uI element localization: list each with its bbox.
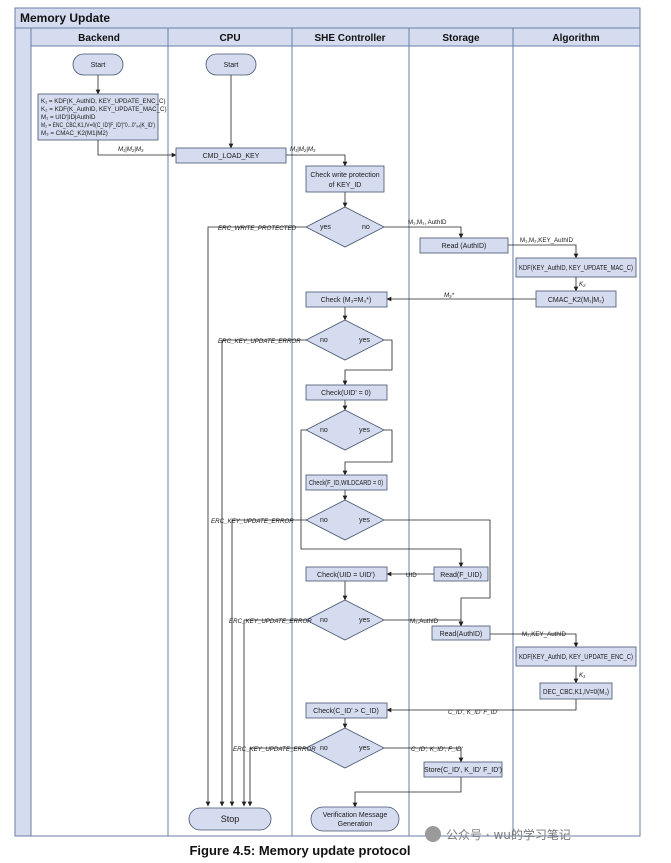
read-authid-label-1: Read (AuthID) [442, 243, 487, 250]
edge-label-k2: K₂ [579, 281, 586, 288]
verification-message-node [310, 806, 400, 832]
backend-line-5: M₃ = CMAC_K2(M1|M2) [41, 130, 108, 137]
decision-2-no: no [320, 337, 328, 344]
backend-line-2: K₂ = KDF(K_AuthID, KEY_UPDATE_MAC_C) [41, 106, 167, 113]
check-write-protection-line-1: Check write protection [310, 172, 379, 179]
decision-3-no: no [320, 427, 328, 434]
error-label-key-update-2: ERC_KEY_UPDATE_ERROR [211, 518, 294, 525]
decision-5-yes: yes [359, 617, 370, 624]
diagram-title: Memory Update [20, 11, 110, 25]
cmac-label: CMAC_K2(M₁|M₂) [548, 297, 604, 304]
check-uid-match-node [305, 566, 388, 582]
start-backend-node [72, 53, 124, 76]
store-node [423, 761, 503, 778]
lane-backend: Backend [78, 33, 120, 44]
backend-line-4: M₂ = ENC_CBC,K1,IV=0(C_ID'|F_ID'|"0...0"… [41, 122, 155, 129]
edge-label-cid-in: C_ID', K_ID' F_ID' [448, 709, 499, 716]
check-counter-node [305, 702, 388, 719]
check-m3-label: Check (M₃=M₃*) [321, 297, 372, 304]
error-label-key-update-3: ERC_KEY_UPDATE_ERROR [229, 618, 312, 625]
figure-caption: Figure 4.5: Memory update protocol [189, 843, 410, 858]
cmac-node [535, 290, 617, 308]
lane-gutter [14, 27, 32, 837]
check-counter-label: Check(C_ID' > C_ID) [313, 708, 379, 715]
read-fuid-node [433, 566, 489, 582]
edge-label-cid-out: C_ID', K_ID', F_ID' [411, 746, 464, 753]
check-uid-zero-node [305, 384, 388, 401]
read-authid-node-2 [431, 625, 491, 641]
verification-line-2: Generation [338, 821, 373, 828]
stop-node [188, 807, 272, 831]
kdf-enc-node [515, 646, 637, 667]
cmd-load-key-label: CMD_LOAD_KEY [203, 153, 260, 160]
check-uid-zero-label: Check(UID' = 0) [321, 390, 371, 397]
lane-she-controller: SHE Controller [314, 33, 385, 44]
stop-label: Stop [221, 814, 240, 824]
backend-line-3: M₁ = UID'|ID|AuthID [41, 114, 96, 121]
check-fid-wildcard-node [305, 474, 388, 491]
error-label-key-update-4: ERC_KEY_UPDATE_ERROR [233, 746, 316, 753]
decision-counter [305, 727, 385, 769]
decision-4-yes: yes [359, 517, 370, 524]
edge-label-k1: K₁ [579, 672, 585, 679]
decision-uid-zero [305, 409, 385, 451]
decision-fid-wildcard [305, 499, 385, 541]
check-m3-node [305, 291, 388, 308]
lane-cpu: CPU [219, 33, 240, 44]
read-authid-label-2: Read(AuthID) [440, 631, 483, 638]
read-authid-node-1 [419, 237, 509, 254]
kdf-mac-node [515, 257, 637, 278]
cmd-load-key-node [175, 147, 287, 164]
decision-mac-match [305, 319, 385, 361]
decision-6-no: no [320, 745, 328, 752]
edge-label-uid: UID [406, 572, 417, 579]
decision-4-no: no [320, 517, 328, 524]
edge-label-m3star: M₃* [444, 292, 455, 299]
watermark-text: 公众号 · wu的学习笔记 [446, 827, 571, 842]
start-cpu-node [205, 53, 257, 76]
backend-line-1: K₁ = KDF(K_AuthID, KEY_UPDATE_ENC_C) [41, 98, 166, 105]
start-backend-label: Start [91, 62, 106, 69]
decision-uid-match [305, 599, 385, 641]
lane-storage: Storage [442, 33, 480, 44]
read-fuid-label: Read(F_UID) [440, 572, 482, 579]
edge-label-m1m2authid: M₁,M₂, AuthID [408, 219, 447, 226]
decision-1-no: no [362, 224, 370, 231]
decision-write-protected [305, 206, 385, 248]
dec-label: DEC_CBC,K1,IV=0(M₂) [543, 689, 609, 696]
check-fid-wildcard-label: Check(F_ID,WILDCARD = 0) [309, 480, 383, 487]
decision-6-yes: yes [359, 745, 370, 752]
kdf-enc-label: KDF(KEY_AuthID, KEY_UPDATE_ENC_C) [519, 654, 633, 661]
check-write-protection-line-2: of KEY_ID [329, 182, 362, 189]
error-label-write-protected: ERC_WRITE_PROTECTED [218, 225, 297, 232]
edge-label-m123-out: M₁|M₂|M₃ [290, 146, 316, 153]
decision-2-yes: yes [359, 337, 370, 344]
start-cpu-label: Start [224, 62, 239, 69]
backend-key-derivation-box [37, 93, 159, 141]
decision-3-yes: yes [359, 427, 370, 434]
edge-label-m2authid: M₂,AuthID [410, 618, 439, 625]
check-uid-match-label: Check(UID = UID') [317, 572, 375, 579]
connectors [95, 75, 579, 808]
wechat-icon [425, 826, 441, 842]
decision-1-yes: yes [320, 224, 331, 231]
kdf-mac-label: KDF(KEY_AuthID, KEY_UPDATE_MAC_C) [519, 265, 633, 272]
edge-label-m1m2key: M₁,M₂,KEY_AuthID [520, 237, 574, 244]
dec-node [539, 682, 613, 700]
store-label: Store(C_ID', K_ID' F_ID') [424, 767, 502, 774]
lane-algorithm: Algorithm [552, 33, 599, 44]
edge-label-m123-in: M₁|M₂|M₃ [118, 146, 144, 153]
error-label-key-update-1: ERC_KEY_UPDATE_ERROR [218, 338, 301, 345]
verification-line-1: Verification Message [323, 812, 388, 819]
edge-label-m2key: M₂,KEY_AuthID [522, 631, 567, 638]
check-write-protection-node [305, 165, 385, 193]
decision-5-no: no [320, 617, 328, 624]
